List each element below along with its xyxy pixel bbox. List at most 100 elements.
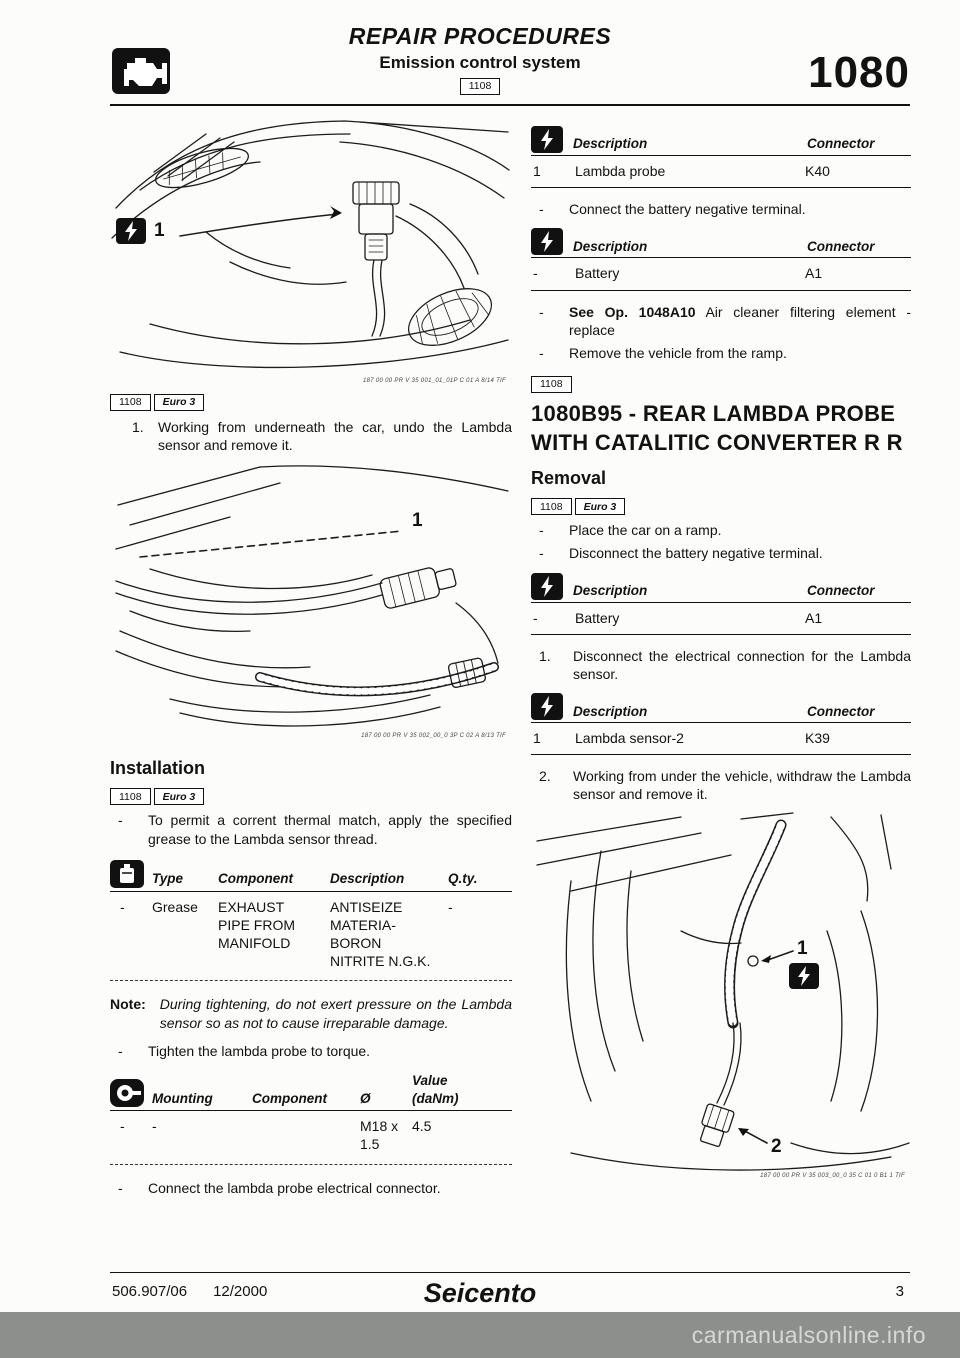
col-header-qty: Q.ty. (448, 871, 478, 887)
bullet-dash: - (118, 812, 123, 829)
bullet-dash: - (118, 1042, 123, 1059)
connector-table-battery-2: Description Connector - Battery A1 (531, 572, 911, 635)
page-subtitle: Emission control system (379, 53, 581, 72)
connector-table-battery-1: Description Connector - Battery A1 (531, 228, 911, 291)
electrical-icon (789, 962, 819, 989)
bullet-text: Connect the battery negative terminal. (569, 201, 806, 218)
col-header-component: Component (218, 871, 293, 887)
cell-description: Lambda sensor-2 (575, 730, 684, 747)
table-end-rule (110, 980, 512, 982)
cell-type: Grease (152, 898, 198, 915)
electrical-icon (531, 228, 563, 256)
header-op-badge-wrap: 1108 (0, 76, 960, 95)
cell-empty (252, 1117, 360, 1153)
electrical-icon (531, 693, 563, 721)
see-op-text: Air cleaner filtering element - replace (569, 303, 911, 338)
step-number: 1. (539, 647, 551, 664)
grease-table-header: Type Component Description Q.ty. (110, 859, 512, 892)
see-op-reference: See Op. 1048A10 (569, 303, 696, 320)
bullet-text: To permit a corrent thermal match, apply… (148, 812, 512, 847)
figure-underside-art (115, 465, 509, 727)
doc-ref: 506.907/06 (112, 1283, 188, 1300)
row-dash: - (120, 898, 125, 915)
bullet-text: Connect the lambda probe electrical conn… (148, 1179, 441, 1196)
watermark-bar: carmanualsonline.info (0, 1312, 960, 1358)
table-row: 1 Lambda probe K40 (531, 156, 911, 189)
footer-doc-ref: 506.907/06 12/2000 (112, 1282, 267, 1302)
step-remove-sensor: 1. Working from underneath the car, undo… (110, 418, 512, 454)
bullet-connect-battery: - Connect the battery negative terminal. (531, 200, 911, 218)
cell-number: 1 (533, 163, 541, 179)
grease-icon (110, 859, 144, 888)
euro3-badge: Euro 3 (574, 498, 626, 516)
figure-caption: 187 00 00 PR V 35 001_01_01P C 01 A 8/14… (363, 378, 506, 385)
cell-number: 1 (533, 730, 541, 747)
bullet-text: Tighten the lambda probe to torque. (148, 1042, 371, 1059)
left-column: 1 187 00 00 PR V 35 001_01_01P C 01 A 8/… (110, 112, 512, 1202)
note-block: Note: During tightening, do not exert pr… (110, 995, 512, 1031)
cell-description: ANTISEIZE MATERIA- BORON NITRITE N.G.K. (330, 898, 431, 970)
euro3-badge: Euro 3 (153, 393, 205, 411)
step-text: Working from under the vehicle, withdraw… (573, 768, 911, 803)
cell-description: Battery (575, 609, 620, 626)
figure-rear-lambda-art (536, 812, 910, 1171)
table-end-rule (110, 1163, 512, 1165)
col-header-description: Description (573, 583, 648, 598)
footer-brand: Seicento (423, 1278, 537, 1308)
op-code-badge: 1108 (531, 498, 572, 516)
cell-description: Lambda probe (575, 163, 666, 179)
bullet-text: Remove the vehicle from the ramp. (569, 344, 787, 361)
bullet-place-ramp: - Place the car on a ramp. (531, 521, 911, 539)
figure-engine-bay: 1 187 00 00 PR V 35 001_01_01P C 01 A 8/… (110, 112, 512, 388)
section-op-badge-row: 1108 (531, 374, 911, 393)
bullet-dash: - (539, 344, 544, 361)
figure-caption: 187 00 00 PR V 35 003_00_0 35 C 01 0 B1 … (760, 1172, 905, 1179)
bullet-see-op: - See Op. 1048A10 Air cleaner filtering … (531, 303, 911, 339)
footer-rule (110, 1272, 910, 1273)
cell-value: 4.5 (412, 1118, 432, 1135)
footer-page-number: 3 (895, 1283, 904, 1300)
grease-table: Type Component Description Q.ty. - Greas… (110, 859, 512, 982)
bullet-dash: - (118, 1179, 123, 1196)
step-disconnect-connection: 1. Disconnect the electrical connection … (531, 647, 911, 683)
torque-table: Mounting Component Ø Value(daNm) - - M18… (110, 1072, 512, 1165)
bullet-dash: - (539, 522, 544, 539)
header-rule (110, 104, 910, 106)
callout-1: 1 (412, 510, 423, 532)
bullet-ramp: - Remove the vehicle from the ramp. (531, 344, 911, 362)
col-header-description: Description (330, 871, 405, 887)
table-header: Description Connector (531, 126, 911, 156)
col-header-connector: Connector (807, 703, 875, 719)
torque-table-row: - - M18 x 1.5 4.5 (110, 1111, 512, 1161)
callout-1: 1 (154, 220, 165, 241)
electrical-icon (116, 218, 146, 244)
col-header-mounting: Mounting (152, 1090, 213, 1106)
watermark-text: carmanualsonline.info (691, 1322, 926, 1348)
bullet-grease: - To permit a corrent thermal match, app… (110, 811, 512, 847)
cell-number: - (533, 609, 538, 626)
connector-table-lambda-sensor-2: Description Connector 1 Lambda sensor-2 … (531, 693, 911, 756)
note-label: Note: (110, 996, 146, 1013)
cell-number: - (533, 265, 538, 282)
table-header: Description Connector (531, 572, 911, 603)
step-number: 1. (132, 418, 144, 435)
bullet-text: Place the car on a ramp. (569, 522, 722, 539)
step-text: Disconnect the electrical connection for… (573, 647, 911, 682)
doc-date: 12/2000 (213, 1283, 268, 1300)
col-header-description: Description (573, 136, 648, 152)
bullet-text: Disconnect the battery negative terminal… (569, 545, 823, 562)
table-header: Description Connector (531, 693, 911, 724)
op-code-badge: 1108 (110, 788, 151, 806)
col-header-diameter: Ø (360, 1090, 371, 1106)
callout-2: 2 (771, 1135, 782, 1157)
torque-table-header: Mounting Component Ø Value(daNm) (110, 1072, 512, 1112)
engine-icon (112, 48, 170, 94)
page-code: 1080 (808, 48, 910, 97)
removal-heading: Removal (531, 467, 607, 488)
cell-component: EXHAUST PIPE FROM MANIFOLD (218, 898, 296, 952)
col-header-connector: Connector (807, 583, 875, 598)
figure-caption: 187 00 00 PR V 35 002_00_0 3P C 02 A 8/1… (361, 733, 506, 740)
